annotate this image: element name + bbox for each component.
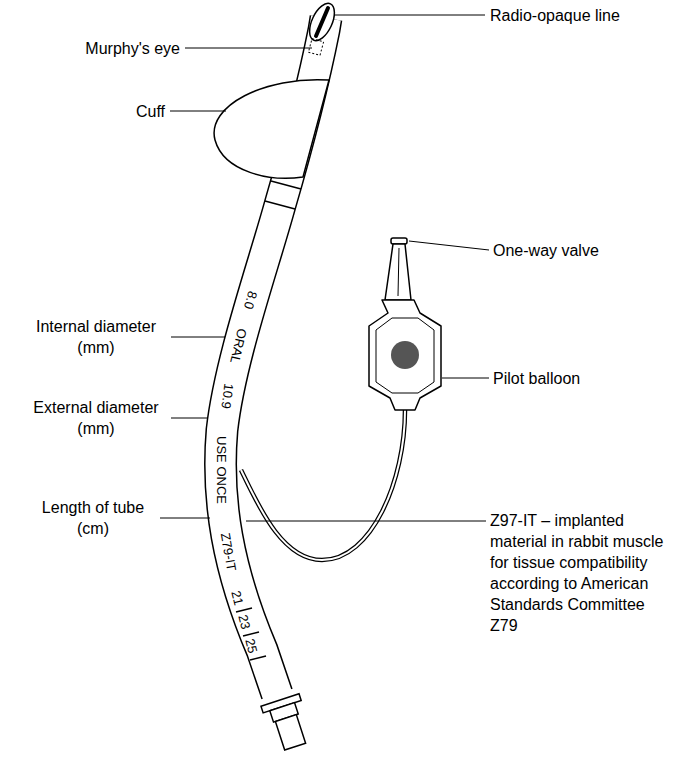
- length-tick: [250, 656, 266, 660]
- leader-line: [170, 111, 226, 112]
- leader-line: [442, 378, 489, 379]
- leader-line: [171, 337, 225, 338]
- radio-opaque-line: [316, 8, 328, 36]
- pilot-line-inner: [241, 410, 405, 560]
- tube-marking: 21: [228, 589, 245, 606]
- part-label: Pilot balloon: [493, 368, 580, 389]
- part-label: Cuff: [136, 101, 165, 122]
- length-tick: [236, 608, 252, 612]
- tube-marking: 8.0: [241, 289, 259, 310]
- part-label: Z97-IT – implanted material in rabbit mu…: [490, 510, 676, 636]
- tube-tip: [304, 0, 339, 44]
- tube-marking: ORAL: [227, 327, 249, 365]
- part-label: Internal diameter (mm): [26, 316, 166, 358]
- leader-line: [409, 241, 489, 250]
- pilot-balloon: [369, 300, 441, 410]
- length-tick: [243, 632, 259, 636]
- tube-marking: 23: [235, 613, 252, 630]
- leader-line: [160, 518, 210, 519]
- leader-line: [334, 15, 485, 16]
- leader-line: [171, 418, 207, 419]
- tube-connector: [261, 694, 314, 753]
- tube-band: [265, 201, 295, 209]
- murphys-eye: [308, 39, 323, 56]
- cuff-shape: [214, 80, 329, 179]
- part-label: Radio-opaque line: [490, 5, 620, 26]
- pilot-balloon-inner: [376, 318, 434, 393]
- leader-line: [185, 48, 312, 49]
- leader-line: [246, 521, 486, 522]
- tube-band: [271, 181, 301, 189]
- valve-stem-line: [398, 248, 399, 296]
- pilot-line: [241, 410, 405, 560]
- part-label: External diameter (mm): [26, 397, 166, 439]
- pilot-balloon-dot: [391, 341, 419, 369]
- part-label: Length of tube (cm): [31, 497, 155, 539]
- tube-marking: Z79-IT: [218, 532, 238, 572]
- valve-stem: [385, 244, 411, 300]
- tube-marking: USE ONCE: [214, 436, 228, 504]
- part-label: Murphy's eye: [85, 38, 180, 59]
- valve-cap: [391, 238, 407, 244]
- tube-marking: 10.9: [219, 383, 236, 410]
- tube-marking: 25: [242, 637, 259, 654]
- part-label: One-way valve: [493, 240, 599, 261]
